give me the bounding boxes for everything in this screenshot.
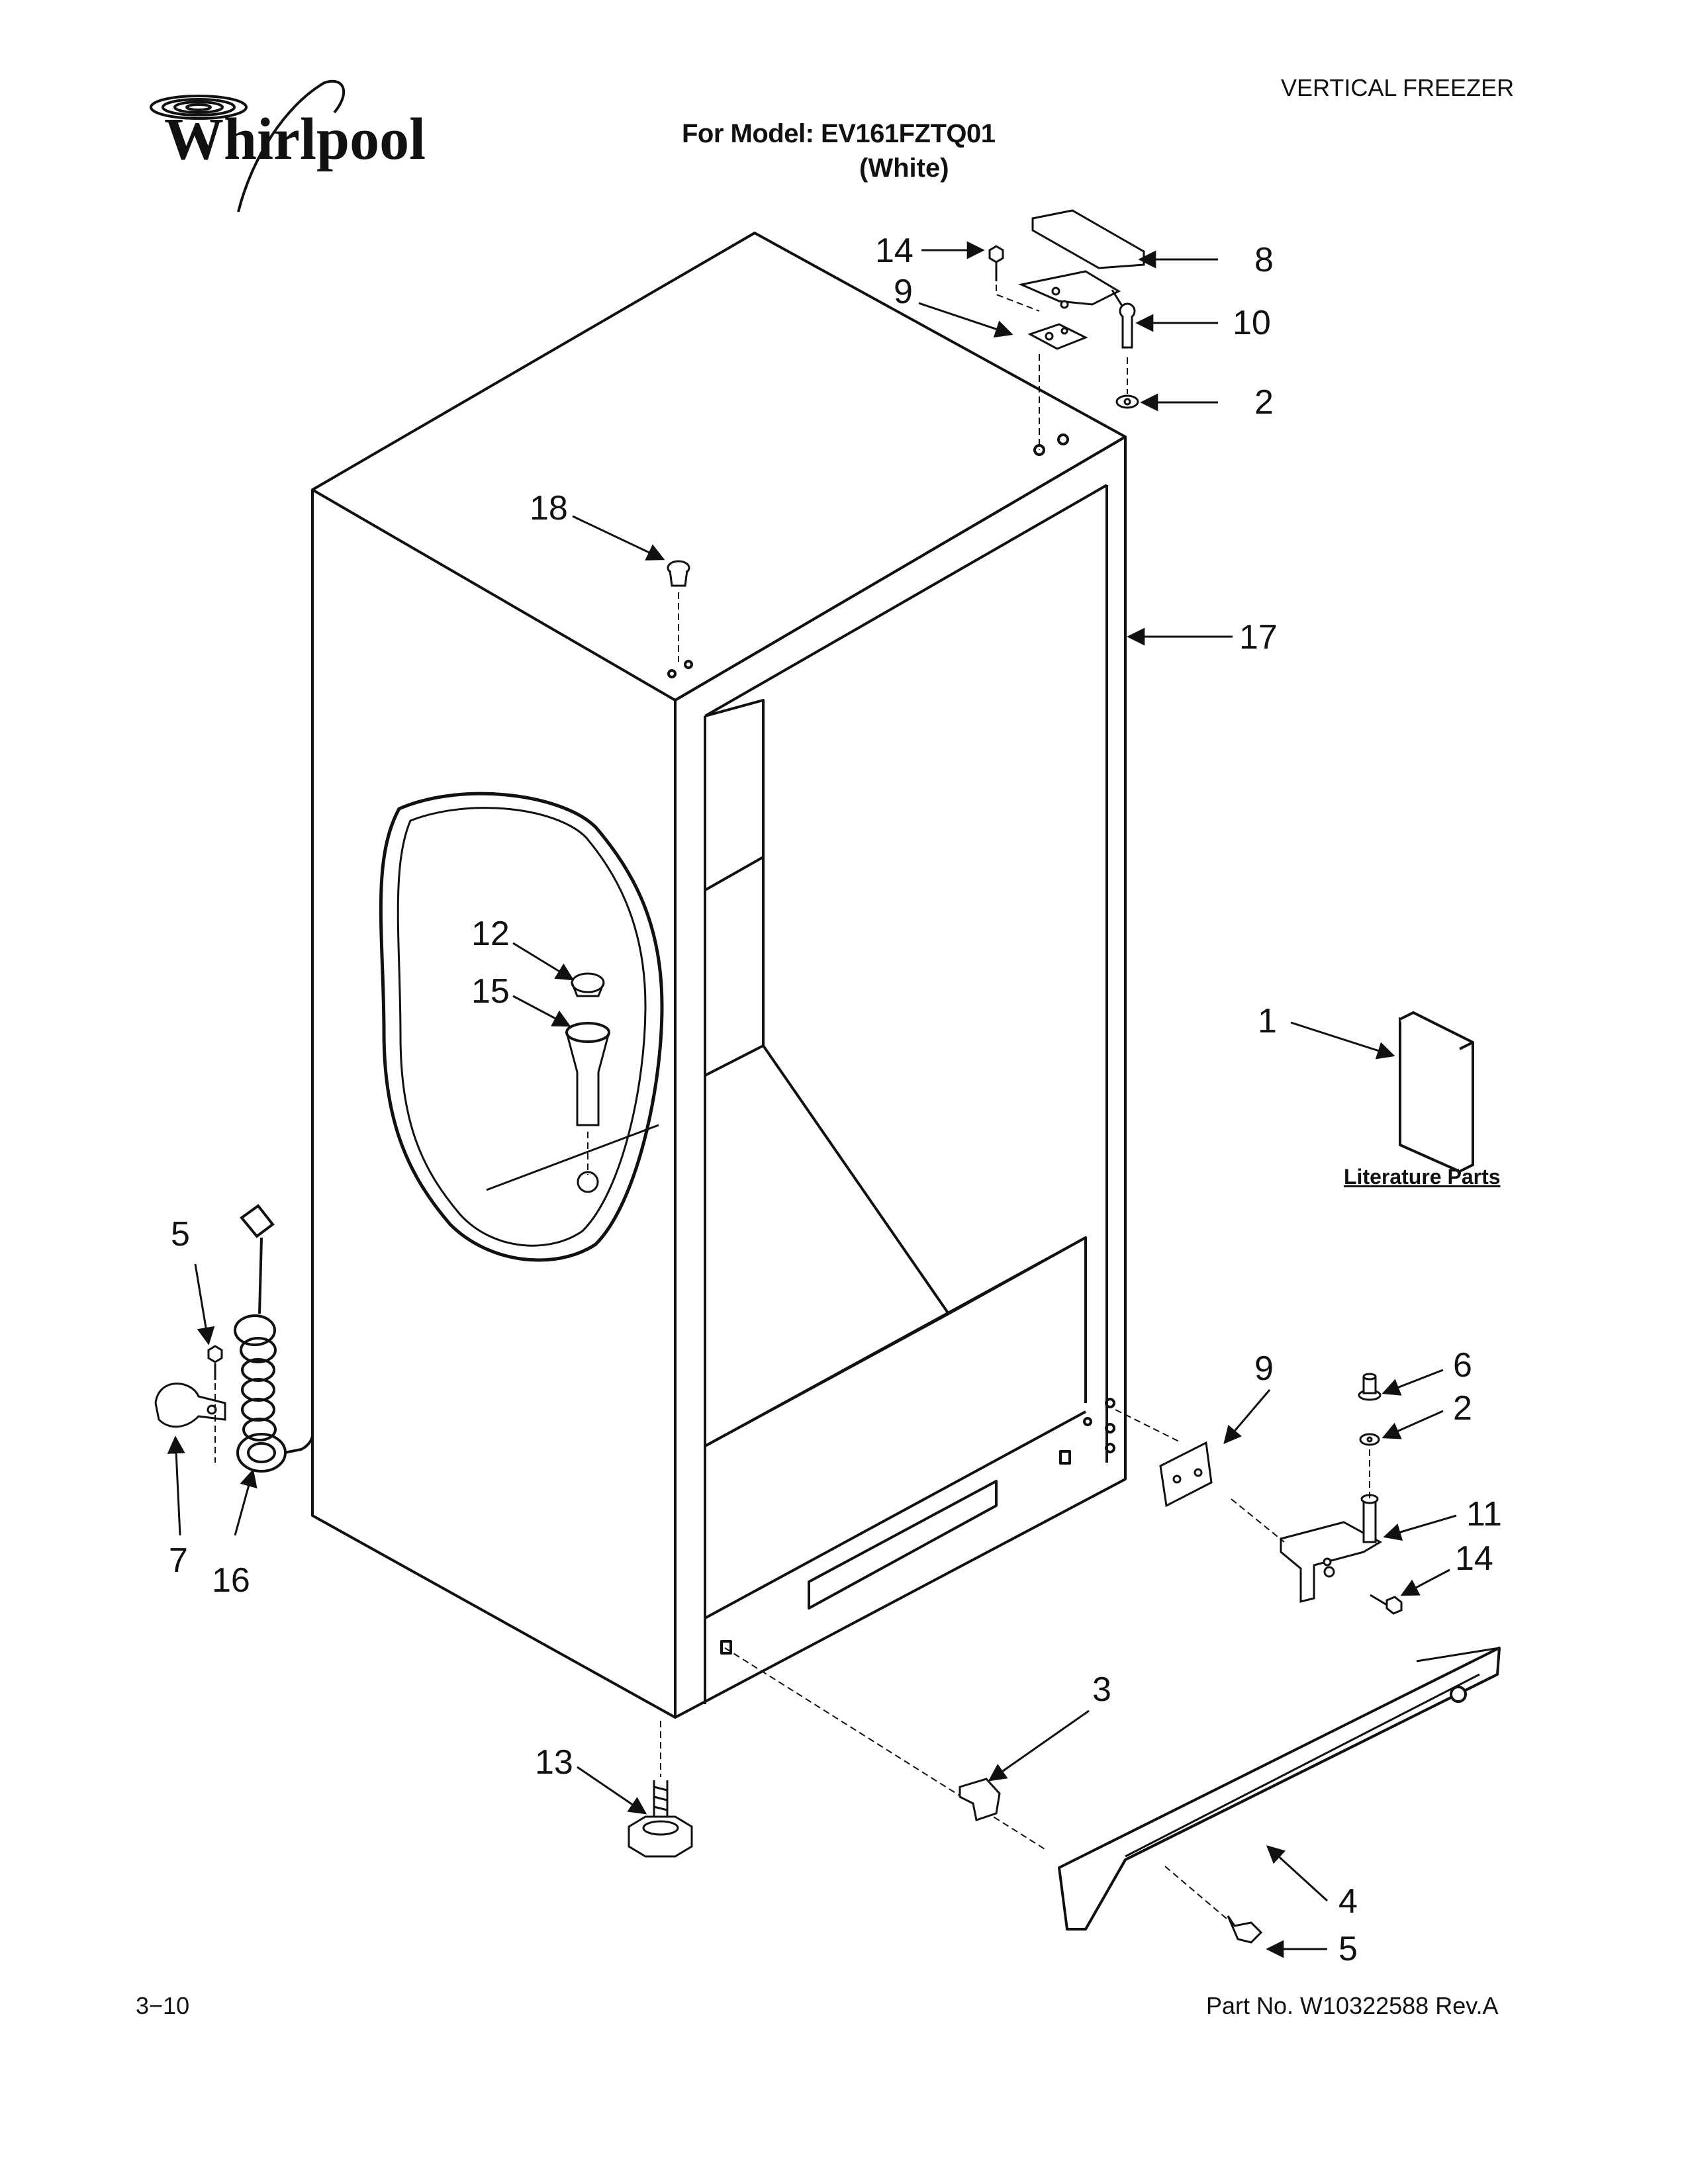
model-color: (White) xyxy=(859,154,949,183)
callout-3: 3 xyxy=(1092,1670,1111,1709)
literature-booklet xyxy=(1399,1011,1474,1174)
callout-14-top: 14 xyxy=(875,232,914,270)
callout-5-cord: 5 xyxy=(171,1215,190,1253)
callout-7: 7 xyxy=(169,1541,188,1580)
whirlpool-logo: Whirlpool xyxy=(150,79,426,212)
part-number: Part No. W10322588 Rev.A xyxy=(1206,1992,1499,2019)
callout-6: 6 xyxy=(1453,1346,1472,1385)
freezer-cabinet xyxy=(311,232,1127,1719)
callout-arrows xyxy=(167,241,1457,1958)
top-hinge-assembly xyxy=(988,209,1145,409)
callout-13: 13 xyxy=(535,1743,573,1782)
callout-2-bottom: 2 xyxy=(1453,1389,1472,1428)
callout-10: 10 xyxy=(1233,304,1271,342)
callout-1: 1 xyxy=(1258,1002,1277,1040)
callout-5-grille: 5 xyxy=(1338,1930,1358,1968)
callout-2-top: 2 xyxy=(1254,383,1274,422)
page-category: VERTICAL FREEZER xyxy=(1281,74,1515,101)
part-18-plug xyxy=(667,560,690,587)
callout-11: 11 xyxy=(1466,1495,1502,1533)
callout-numbers: 14 9 8 10 2 18 17 12 15 1 5 7 16 9 6 2 1… xyxy=(169,232,1502,1968)
cord-clamp xyxy=(154,1345,226,1428)
grille-screw xyxy=(1227,1915,1263,1944)
callout-17: 17 xyxy=(1239,618,1278,657)
callout-9-top: 9 xyxy=(894,273,913,311)
cutaway-view xyxy=(379,792,664,1262)
callout-16: 16 xyxy=(212,1561,250,1600)
page-number: 3−10 xyxy=(136,1992,190,2019)
grille-clip xyxy=(959,1778,1001,1821)
literature-parts-label: Literature Parts xyxy=(1344,1165,1501,1189)
brand-wordmark: Whirlpool xyxy=(164,107,426,172)
bottom-hinge-assembly xyxy=(1159,1373,1403,1615)
callout-12: 12 xyxy=(471,915,510,953)
callout-14-bottom: 14 xyxy=(1455,1539,1493,1578)
leveling-leg xyxy=(628,1780,693,1858)
callout-9-bottom: 9 xyxy=(1254,1349,1274,1388)
model-number: For Model: EV161FZTQ01 xyxy=(682,119,996,148)
callout-18: 18 xyxy=(530,489,568,527)
toe-grille xyxy=(1058,1647,1501,1931)
callout-4: 4 xyxy=(1338,1882,1358,1921)
callout-15: 15 xyxy=(471,972,510,1011)
callout-8: 8 xyxy=(1254,241,1274,279)
power-cord xyxy=(234,1204,314,1473)
